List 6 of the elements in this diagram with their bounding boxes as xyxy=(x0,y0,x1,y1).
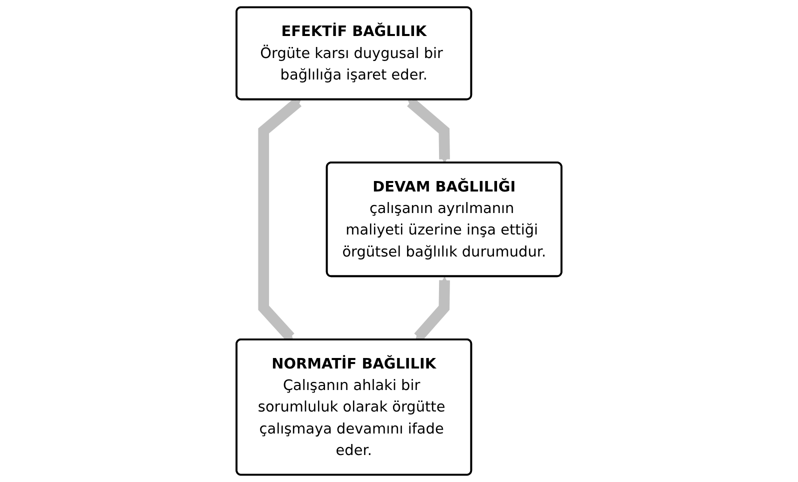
double-arrow xyxy=(414,276,450,341)
rounded-box: DEVAM BAĞLILIĞI çalışanın ayrılmanın maliyeti üzerine inşa ettiği örgütsel bağlılık durumudur. xyxy=(326,162,562,278)
double-arrow xyxy=(258,98,302,341)
rounded-box: EFEKTİF BAĞLILIK Örgüte karsı duygusal bir bağlılığa işaret eder. xyxy=(236,6,472,100)
double-arrow xyxy=(407,98,450,164)
rounded-box: NORMATİF BAĞLILIK Çalışanın ahlaki bir sorumluluk olarak örgütte çalışmaya devamını ifade eder. xyxy=(236,338,472,476)
